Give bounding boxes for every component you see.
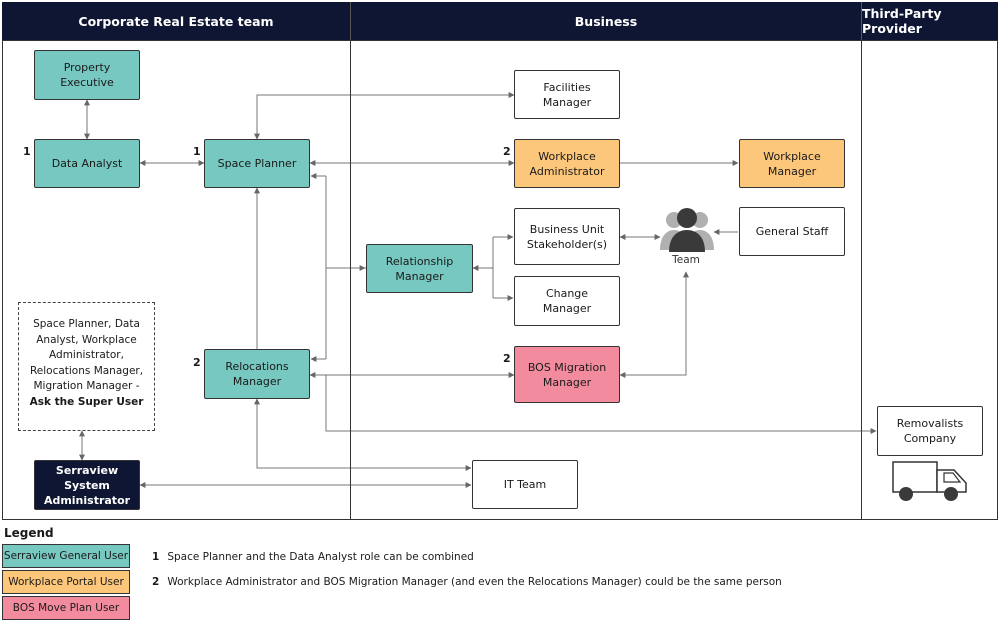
legend-note-1-text: Space Planner and the Data Analyst role … xyxy=(167,551,474,563)
team-label: Team xyxy=(672,254,700,266)
truck-icon xyxy=(892,461,967,501)
node-business-unit-stakeholders[interactable]: Business Unit Stakeholder(s) xyxy=(514,208,620,265)
node-relationship-manager[interactable]: Relationship Manager xyxy=(366,244,473,293)
super-user-note: Space Planner, Data Analyst, Workplace A… xyxy=(18,302,155,431)
node-bos-migration-manager[interactable]: BOS Migration Manager xyxy=(514,346,620,403)
legend-note-2-text: Workplace Administrator and BOS Migratio… xyxy=(167,576,782,588)
node-facilities-manager[interactable]: Facilities Manager xyxy=(514,70,620,119)
lane-header-corporate: Corporate Real Estate team xyxy=(2,2,350,40)
legend-title: Legend xyxy=(4,526,54,540)
node-change-manager[interactable]: Change Manager xyxy=(514,276,620,326)
marker-2: 2 xyxy=(503,145,511,158)
lane-header-third-party: Third-Party Provider xyxy=(861,2,998,40)
legend-note-2-num: 2 xyxy=(152,576,160,588)
team-icon xyxy=(660,208,714,252)
legend-item-general-user: Serraview General User xyxy=(2,544,130,568)
node-property-executive[interactable]: Property Executive xyxy=(34,50,140,100)
legend-note-1-num: 1 xyxy=(152,551,160,563)
super-user-note-text: Space Planner, Data Analyst, Workplace A… xyxy=(29,318,144,392)
marker-1: 1 xyxy=(193,145,201,158)
node-serraview-admin[interactable]: Serraview System Administrator xyxy=(34,460,140,510)
legend-note-1: 1 Space Planner and the Data Analyst role… xyxy=(152,551,474,563)
lane-corporate xyxy=(2,40,351,520)
lane-third-party xyxy=(861,40,998,520)
marker-2: 2 xyxy=(503,352,511,365)
node-data-analyst[interactable]: Data Analyst xyxy=(34,139,140,188)
node-workplace-administrator[interactable]: Workplace Administrator xyxy=(514,139,620,188)
marker-1: 1 xyxy=(23,145,31,158)
node-it-team[interactable]: IT Team xyxy=(472,460,578,509)
legend-item-workplace-portal: Workplace Portal User xyxy=(2,570,130,594)
marker-2: 2 xyxy=(193,356,201,369)
node-space-planner[interactable]: Space Planner xyxy=(204,139,310,188)
node-general-staff[interactable]: General Staff xyxy=(739,207,845,256)
lane-header-business: Business xyxy=(350,2,861,40)
node-removalists-company[interactable]: Removalists Company xyxy=(877,406,983,456)
node-workplace-manager[interactable]: Workplace Manager xyxy=(739,139,845,188)
node-relocations-manager[interactable]: Relocations Manager xyxy=(204,349,310,399)
legend-item-bos-move-plan: BOS Move Plan User xyxy=(2,596,130,620)
legend-note-2: 2 Workplace Administrator and BOS Migrati… xyxy=(152,576,782,588)
super-user-note-bold: Ask the Super User xyxy=(29,395,144,408)
